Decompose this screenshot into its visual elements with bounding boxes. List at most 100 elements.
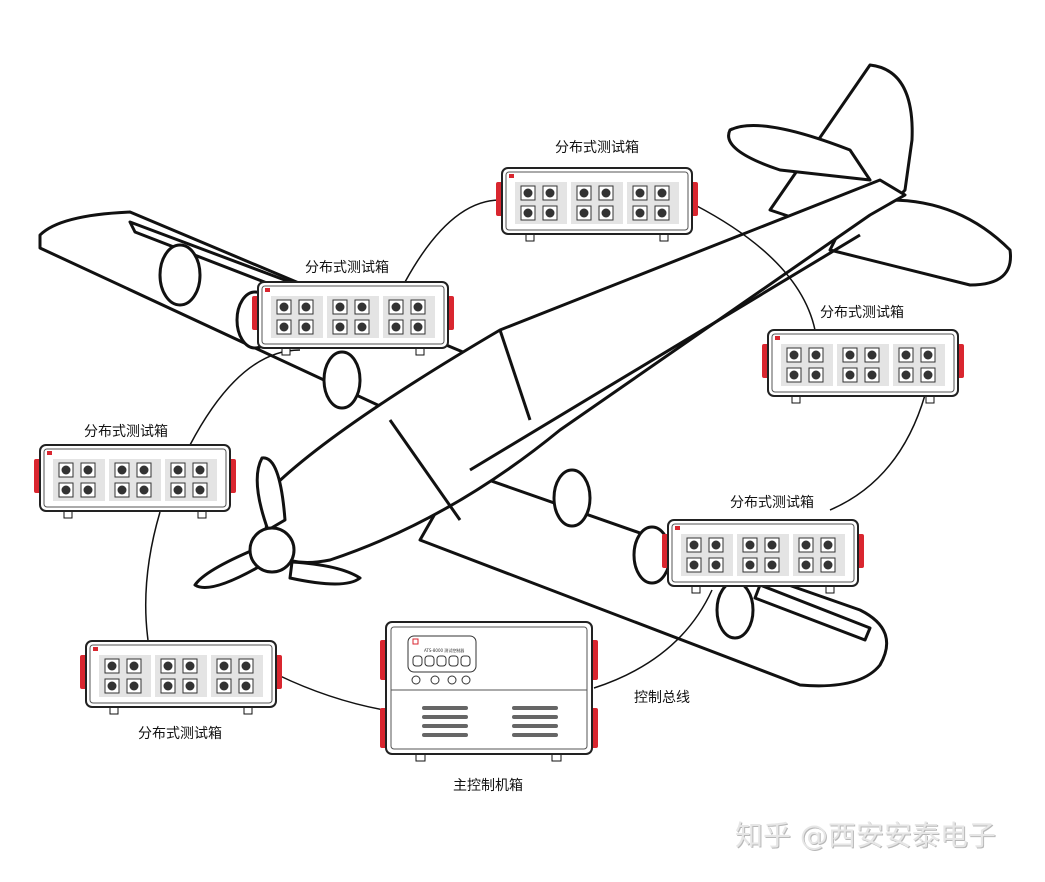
power-port-icon: [461, 675, 471, 685]
connector-pin-icon: [923, 350, 933, 360]
d-sub-connector: [422, 706, 468, 710]
connector-pin-icon: [601, 208, 611, 218]
aircraft-right-aileron: [753, 583, 872, 642]
port-icon: [411, 675, 421, 685]
box-foot: [281, 347, 291, 356]
controller-inner-frame: [390, 626, 588, 750]
connector-pin-icon: [657, 188, 667, 198]
connector-pin-icon: [61, 465, 71, 475]
aircraft-horizontal-stab-top: [727, 124, 872, 182]
connector-pin-icon: [195, 485, 205, 495]
connector-pin-icon: [845, 350, 855, 360]
connector-pin-icon: [867, 350, 877, 360]
connector-pin-icon: [523, 208, 533, 218]
connector-pin-icon: [413, 322, 423, 332]
distributed-test-box: [80, 640, 282, 715]
logo-icon: [675, 526, 680, 530]
connector-pin-icon: [139, 485, 149, 495]
d-sub-connector: [422, 733, 468, 737]
box-foot: [551, 753, 562, 762]
connector-pin-icon: [195, 465, 205, 475]
d-sub-connector: [512, 715, 558, 719]
cable: [593, 589, 713, 689]
connector-pin-icon: [711, 560, 721, 570]
connector-pin-icon: [335, 302, 345, 312]
control-bus-label: 控制总线: [634, 690, 690, 706]
connector-pin-icon: [745, 560, 755, 570]
connector-pin-icon: [301, 302, 311, 312]
connector-pin-icon: [811, 350, 821, 360]
cable: [277, 674, 385, 711]
aircraft-propeller-blade: [193, 546, 264, 589]
aircraft-propeller-hub: [248, 526, 296, 574]
connector-pin-icon: [579, 208, 589, 218]
d-sub-connector: [512, 724, 558, 728]
connector-pin-icon: [711, 540, 721, 550]
main-controller-label: 主控制机箱: [453, 778, 523, 794]
connector-pin-icon: [767, 560, 777, 570]
box-inner-frame: [771, 333, 955, 393]
connector-pin-icon: [139, 465, 149, 475]
connector-pin-icon: [601, 188, 611, 198]
logo-icon: [47, 451, 52, 455]
connector-pin-icon: [335, 322, 345, 332]
cable: [189, 349, 301, 446]
distributed-test-box: [252, 281, 454, 356]
connector-pin-icon: [635, 208, 645, 218]
connector-pin-icon: [241, 681, 251, 691]
connector-pin-icon: [83, 485, 93, 495]
d-sub-connector: [512, 706, 558, 710]
connector-pin-icon: [545, 188, 555, 198]
connector-pin-icon: [279, 302, 289, 312]
aircraft-cockpit-line: [498, 329, 532, 421]
connector-pin-icon: [545, 208, 555, 218]
connector-pin-icon: [185, 681, 195, 691]
connector-pin-icon: [579, 188, 589, 198]
box-foot: [659, 233, 669, 242]
connector-pin-icon: [823, 540, 833, 550]
box-foot: [925, 395, 935, 404]
connector-pin-icon: [689, 560, 699, 570]
box-foot: [243, 706, 253, 715]
aircraft-nose-line: [388, 419, 462, 521]
cables: [145, 199, 926, 711]
connector-pin-icon: [391, 302, 401, 312]
cable: [145, 511, 161, 641]
connector-pin-icon: [107, 681, 117, 691]
distributed-test-box: [496, 167, 698, 242]
connector-pin-icon: [185, 661, 195, 671]
aircraft-propeller-blade: [255, 456, 287, 532]
connector-pin-icon: [923, 370, 933, 380]
logo-icon: [93, 647, 98, 651]
connector-pin-icon: [689, 540, 699, 550]
connector-pin-icon: [83, 465, 93, 475]
aircraft-side-line: [469, 233, 861, 472]
usb-port-icon: [430, 675, 440, 685]
connector-pin-icon: [635, 188, 645, 198]
connector-pin-icon: [163, 661, 173, 671]
box-inner-frame: [505, 171, 689, 231]
connector-pin-icon: [811, 370, 821, 380]
connector-pin-icon: [657, 208, 667, 218]
d-sub-connector: [422, 715, 468, 719]
box-foot: [415, 347, 425, 356]
controller-panel-text: ATS-8000 测试控制器: [424, 647, 464, 653]
controller-key-button: [424, 655, 435, 667]
connector-pin-icon: [901, 350, 911, 360]
connector-pin-icon: [789, 350, 799, 360]
box-label: 分布式测试箱: [305, 260, 389, 276]
box-inner-frame: [261, 285, 445, 345]
connector-pin-icon: [767, 540, 777, 550]
connector-pin-icon: [413, 302, 423, 312]
logo-icon: [509, 174, 514, 178]
connector-pin-icon: [129, 681, 139, 691]
controller-key-button: [436, 655, 447, 667]
box-foot: [791, 395, 801, 404]
connector-pin-icon: [523, 188, 533, 198]
distributed-test-box: [762, 329, 964, 404]
connector-pin-icon: [357, 322, 367, 332]
box-foot: [63, 510, 73, 519]
box-inner-frame: [89, 644, 273, 704]
